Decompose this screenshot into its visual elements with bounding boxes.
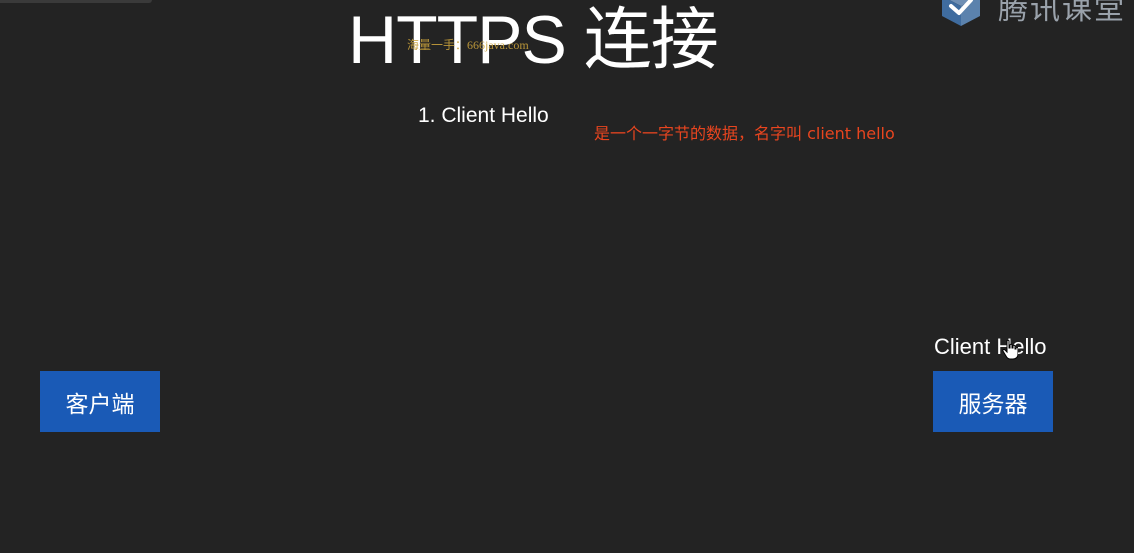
client-box: 客户端 bbox=[40, 371, 160, 432]
server-box: 服务器 bbox=[933, 371, 1053, 432]
hand-pointer-icon bbox=[1002, 340, 1018, 360]
step-label: 1. Client Hello bbox=[418, 104, 549, 127]
tencent-classroom-logo: 腾讯课堂 bbox=[938, 0, 1126, 27]
logo-text: 腾讯课堂 bbox=[998, 0, 1126, 27]
server-label: 服务器 bbox=[958, 391, 1028, 418]
message-label: Client Hello bbox=[934, 334, 1047, 359]
annotation-note: 是一个一字节的数据，名字叫 client hello bbox=[594, 124, 895, 143]
client-label: 客户端 bbox=[65, 391, 135, 418]
top-bar-edge bbox=[0, 0, 152, 3]
slide-title: HTTPS 连接 bbox=[348, 2, 719, 78]
tencent-classroom-logo-icon bbox=[942, 0, 980, 26]
watermark-text: 海量一手：666java.com bbox=[407, 38, 529, 52]
